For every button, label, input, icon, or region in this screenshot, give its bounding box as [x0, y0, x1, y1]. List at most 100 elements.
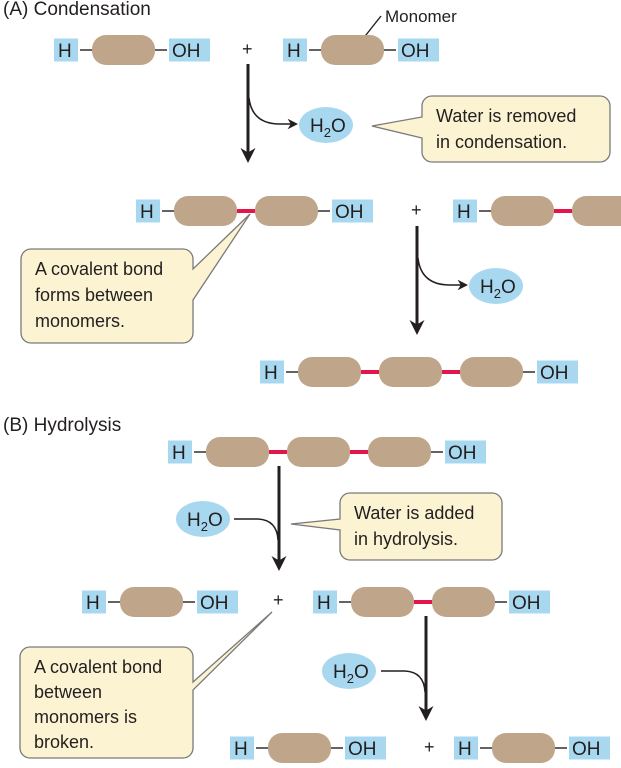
polymer-chain: H OH [313, 587, 550, 617]
h-end-group [54, 38, 78, 62]
svg-text:H2O: H2O [333, 662, 369, 686]
callout-water-added: Water is added in hydrolysis. [290, 492, 503, 561]
monomer-label: Monomer [385, 7, 457, 26]
oh-end-group [509, 590, 550, 614]
svg-text:forms between: forms between [35, 285, 153, 305]
oh-label: OH [348, 739, 377, 760]
h-label: H [287, 41, 301, 62]
polymer-chain: HOH [453, 196, 621, 226]
svg-text:Water is removed: Water is removed [436, 106, 576, 126]
water-molecule: H2O [322, 653, 376, 689]
h-label: H [317, 593, 331, 614]
monomer [492, 733, 555, 763]
monomer [368, 437, 431, 467]
polymer-chain: H OH [136, 196, 373, 226]
monomer [379, 357, 442, 387]
plus-sign: + [242, 39, 253, 59]
polymer-chain: H OH [82, 587, 238, 617]
monomer [572, 196, 621, 226]
monomer [206, 437, 269, 467]
callout-bond-broken: A covalent bond between monomers is brok… [19, 611, 273, 759]
oh-end-group [169, 38, 210, 62]
svg-text:A covalent bond: A covalent bond [35, 259, 163, 279]
monomer [298, 357, 361, 387]
section-b-title: (B) Hydrolysis [3, 415, 121, 436]
water-molecule: H2O [299, 107, 353, 143]
water-release-arrow-2 [417, 257, 469, 291]
water-add-arrow-1 [234, 518, 279, 541]
svg-text:monomers is: monomers is [34, 707, 137, 727]
monomer [255, 196, 318, 226]
svg-text:A covalent bond: A covalent bond [34, 657, 162, 677]
polymer-chain: H OH [230, 733, 386, 763]
h-label: H [86, 593, 100, 614]
oh-label: OH [200, 593, 229, 614]
callout-bond-forms: A covalent bond forms between monomers. [20, 213, 251, 344]
h-end-group [82, 590, 106, 614]
oh-end-group [398, 38, 439, 62]
water-release-arrow-1 [248, 97, 299, 130]
svg-text:between: between [34, 682, 102, 702]
polymer-chain: H OH [168, 437, 486, 467]
monomer [287, 437, 350, 467]
h-end-group [136, 199, 160, 223]
h-end-group [313, 590, 337, 614]
oh-end-group [345, 736, 386, 760]
water-add-arrow-2 [381, 670, 426, 693]
monomer [174, 196, 237, 226]
monomer [321, 35, 384, 65]
polymer-chain: H OH [260, 357, 578, 387]
water-molecule: H2O [469, 268, 523, 304]
h-label: H [457, 202, 471, 223]
oh-end-group [445, 440, 486, 464]
svg-text:H2O: H2O [187, 510, 223, 534]
water-molecule: H2O [176, 501, 230, 537]
svg-text:in hydrolysis.: in hydrolysis. [354, 529, 458, 549]
monomer [491, 196, 554, 226]
oh-label: OH [512, 593, 541, 614]
svg-text:in condensation.: in condensation. [436, 132, 567, 152]
monomer [351, 587, 414, 617]
monomer [460, 357, 523, 387]
oh-end-group [537, 360, 578, 384]
oh-end-group [569, 736, 610, 760]
oh-label: OH [448, 443, 477, 464]
oh-label: OH [401, 41, 430, 62]
callout-water-removed: Water is removed in condensation. [371, 95, 611, 163]
h-label: H [58, 41, 72, 62]
h-label: H [172, 443, 186, 464]
oh-label: OH [540, 363, 569, 384]
plus-sign: + [424, 737, 435, 757]
polymer-chain: H OH [54, 35, 210, 65]
h-label: H [458, 739, 472, 760]
h-label: H [140, 202, 154, 223]
h-label: H [264, 363, 278, 384]
svg-text:H2O: H2O [480, 277, 516, 301]
svg-text:monomers.: monomers. [35, 311, 125, 331]
polymer-chain: H OH [283, 35, 439, 65]
monomer [432, 587, 495, 617]
plus-sign: + [411, 200, 422, 220]
oh-end-group [197, 590, 238, 614]
polymer-chain: H OH [454, 733, 610, 763]
section-a-title: (A) Condensation [3, 0, 151, 20]
oh-label: OH [572, 739, 601, 760]
h-label: H [234, 739, 248, 760]
h-end-group [260, 360, 284, 384]
h-end-group [453, 199, 477, 223]
h-end-group [168, 440, 192, 464]
svg-text:H2O: H2O [310, 116, 346, 140]
svg-text:Water is added: Water is added [354, 503, 474, 523]
monomer [268, 733, 331, 763]
h-end-group [230, 736, 254, 760]
oh-end-group [332, 199, 373, 223]
h-end-group [454, 736, 478, 760]
monomer [120, 587, 183, 617]
monomer [92, 35, 155, 65]
h-end-group [283, 38, 307, 62]
plus-sign: + [273, 590, 284, 610]
svg-text:broken.: broken. [34, 732, 94, 752]
oh-label: OH [335, 202, 364, 223]
oh-label: OH [172, 41, 201, 62]
